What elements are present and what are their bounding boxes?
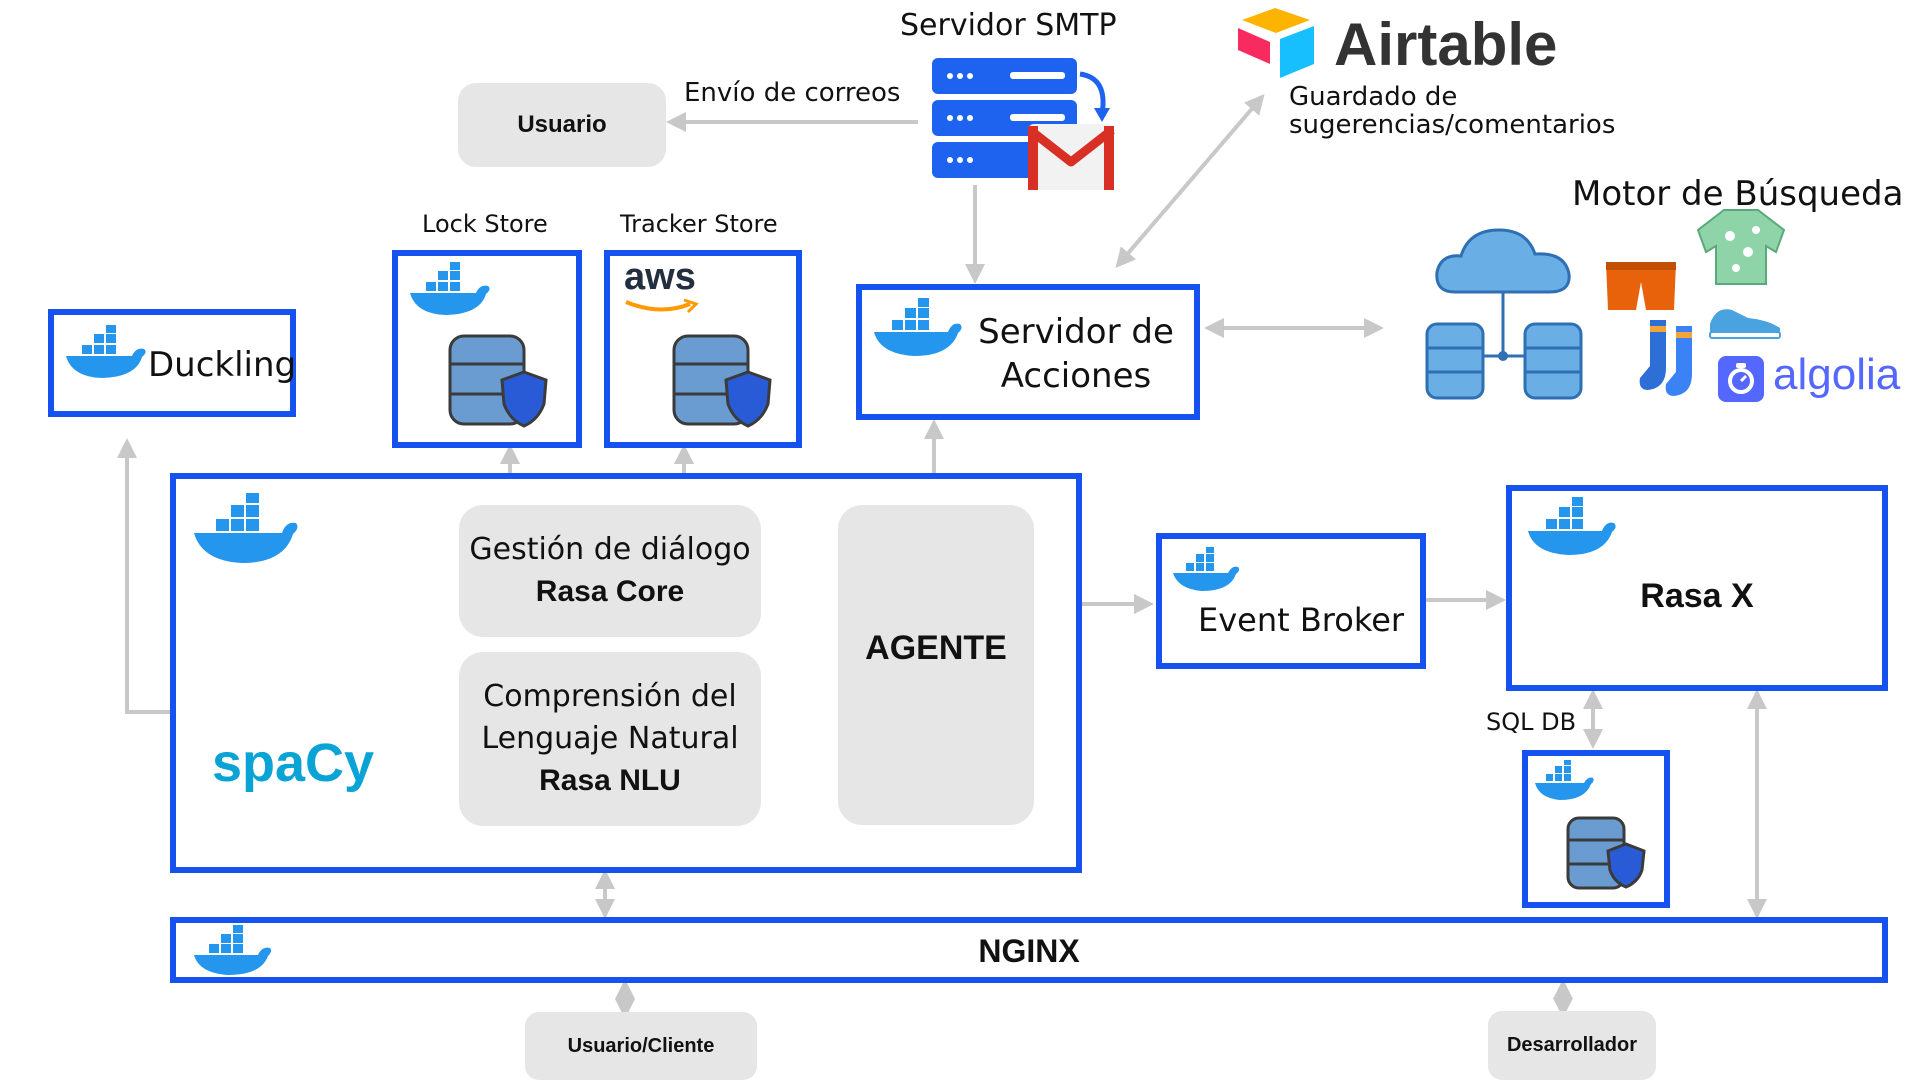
sql-db-label: SQL DB [1486,708,1577,736]
event-broker-node: Event Broker [1156,533,1426,669]
docker-whale-icon [194,493,298,563]
docker-whale-icon [66,325,146,378]
airtable-desc-line2: sugerencias/comentarios [1289,110,1616,140]
rasa-x-label: Rasa X [1640,577,1754,615]
lock-store-node [392,250,582,448]
rasa-nlu-line3: Rasa NLU [539,764,681,797]
action-server-node: Servidor de Acciones [856,284,1200,420]
tracker-store-node: aws [604,250,802,448]
docker-whale-icon [1173,547,1240,591]
aws-logo-text: aws [624,256,696,298]
docker-whale-icon [1528,497,1616,555]
sql-db-node [1522,750,1670,908]
sneaker-icon [1709,309,1781,339]
airtable-desc-line1: Guardado de [1289,82,1458,112]
database-shield-icon [672,334,772,428]
desarrollador-label: Desarrollador [1506,1034,1638,1056]
nginx-label: NGINX [978,933,1080,969]
action-server-line2: Acciones [1000,356,1152,396]
event-broker-label: Event Broker [1198,601,1405,639]
socks-icon [1639,320,1692,396]
rasa-core-node: Gestión de diálogo Rasa Core [459,505,761,637]
aws-smile-icon [625,298,699,314]
docker-whale-icon [194,925,272,975]
nginx-node: NGINX [170,917,1888,983]
rasa-x-node: Rasa X [1506,485,1888,691]
sweater-icon [1696,209,1786,285]
agente-label: AGENTE [865,629,1007,667]
usuario-cliente-node: Usuario/Cliente [525,1012,757,1080]
usuario-cliente-label: Usuario/Cliente [567,1034,715,1057]
gmail-icon [1027,124,1115,190]
smtp-title: Servidor SMTP [900,8,1117,43]
motor-title: Motor de Búsqueda [1572,174,1904,214]
agente-node: AGENTE [838,505,1034,825]
docker-whale-icon [874,298,962,356]
cloud-database-icon [1425,228,1583,400]
algolia-logo-text: algolia [1773,350,1901,399]
smtp-server-icon [932,58,1115,190]
docker-whale-icon [410,262,490,315]
rasa-core-line1: Gestión de diálogo [469,532,751,567]
action-server-line1: Servidor de [978,312,1174,352]
email-label: Envío de correos [684,78,901,108]
docker-whale-icon [1535,760,1594,800]
database-shield-icon [1566,816,1646,890]
tracker-store-label: Tracker Store [620,210,778,238]
duckling-node: Duckling [48,309,296,417]
airtable-logo-icon [1238,8,1314,78]
spacy-logo-text: spaCy [212,733,375,793]
rasa-nlu-line2: Lenguaje Natural [481,721,739,756]
algolia-logo-icon [1718,356,1764,402]
lock-store-label: Lock Store [422,210,548,238]
shorts-icon [1606,262,1676,310]
database-shield-icon [448,334,548,428]
airtable-logo-text: Airtable [1334,11,1558,78]
duckling-label: Duckling [148,345,297,385]
rasa-core-line2: Rasa Core [535,575,685,608]
desarrollador-node: Desarrollador [1488,1011,1656,1080]
usuario-label: Usuario [517,111,607,138]
rasa-nlu-node: Comprensión del Lenguaje Natural Rasa NL… [459,652,761,826]
usuario-node: Usuario [458,83,666,167]
rasa-nlu-line1: Comprensión del [483,679,737,714]
